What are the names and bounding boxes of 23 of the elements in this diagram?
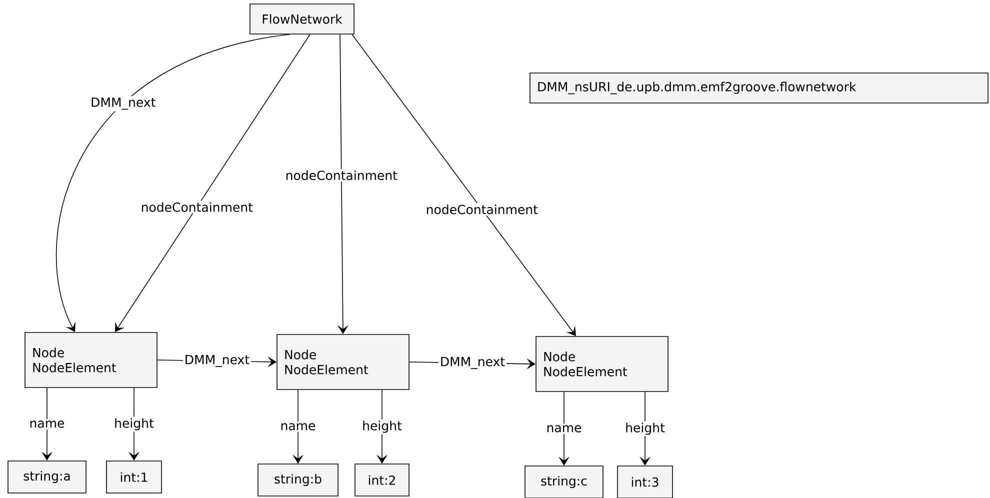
edge-label: name	[28, 419, 66, 430]
edge-label: nodeContainment	[284, 168, 399, 182]
edge-label: nodeContainment	[424, 203, 540, 216]
value-box: string:a	[8, 460, 86, 494]
edge-label: DMM_next	[438, 355, 507, 371]
edge-label: DMM_next	[89, 96, 158, 112]
edge-label: name	[278, 422, 318, 432]
value-box: string:b	[258, 464, 338, 496]
edge-label: name	[544, 424, 584, 434]
class-box: Node NodeElement	[24, 332, 158, 388]
value-box: int:1	[106, 460, 162, 494]
edge-label: DMM_next	[182, 353, 252, 369]
value-box: int:3	[617, 466, 673, 498]
value-box: int:2	[354, 464, 410, 496]
edge-label: nodeContainment	[139, 200, 254, 214]
class-box: Node NodeElement	[536, 336, 668, 392]
value-box: string:c	[524, 466, 604, 498]
edge-label: height	[360, 419, 404, 434]
namespace-box: DMM_nsURI_de.upb.dmm.emf2groove.flownetwork	[530, 72, 988, 104]
object-box: FlowNetwork	[250, 4, 354, 34]
edge-label: height	[112, 416, 156, 432]
class-box: Node NodeElement	[276, 334, 410, 390]
edge-label: height	[624, 421, 666, 436]
